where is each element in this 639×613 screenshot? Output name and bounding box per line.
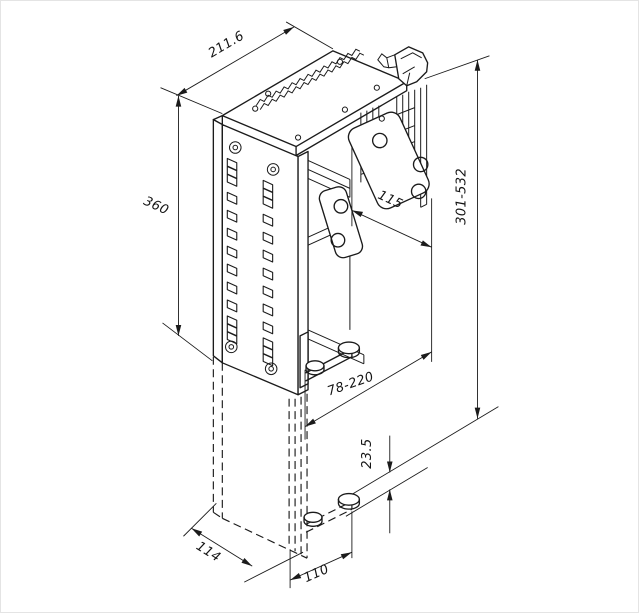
arrowhead (420, 351, 432, 360)
arrowhead (351, 210, 364, 217)
arrowhead (290, 573, 302, 581)
arrowhead (340, 552, 352, 560)
mounting-plate-right-body (347, 111, 430, 210)
dimension-lines (351, 55, 499, 495)
arrowhead (420, 240, 432, 248)
top-plate (212, 48, 408, 157)
support-pad-side (303, 516, 323, 527)
arrowhead (175, 95, 182, 107)
support-pad-side (337, 347, 361, 359)
support-arm-retracted (299, 331, 361, 389)
arrowhead (305, 418, 316, 427)
dimension-lines (351, 146, 433, 362)
dimension-label-side-depth: 114 (193, 539, 223, 565)
vertical-column (212, 118, 309, 396)
top-plate-screw-holes (252, 58, 385, 141)
dimension-label-pad-height: 23.5 (360, 438, 375, 468)
column-left-face (212, 118, 223, 364)
dimension-side-depth: 114 (183, 503, 304, 583)
dimension-label-arm-length: 110 (302, 562, 332, 586)
mounting-plate-right (347, 111, 430, 210)
dimension-lines (162, 95, 213, 362)
dimension-lines (183, 503, 304, 583)
dimension-label-height-range: 301-532 (455, 168, 470, 225)
mounting-hole (371, 132, 388, 149)
arrowhead (241, 557, 253, 567)
dimension-label-column-height: 360 (141, 194, 171, 219)
column-front-face (221, 123, 299, 396)
dimension-column-height: 360 (141, 95, 213, 362)
mounting-hole (410, 183, 427, 200)
upper-back-slats (307, 160, 351, 198)
support-pad (305, 360, 325, 372)
support-arm-extended (303, 492, 361, 527)
dimension-lines (304, 351, 432, 440)
arrowhead (176, 87, 188, 96)
dimension-lines (345, 435, 428, 534)
arrowhead (386, 461, 393, 473)
corner-bolts (225, 141, 280, 376)
arrowhead (283, 26, 295, 35)
dimension-height-range: 301-532 (351, 55, 499, 495)
dimension-label-top-width: 211.6 (206, 28, 247, 61)
vent-strip (255, 48, 365, 110)
arrowhead (474, 407, 481, 419)
hook-body (394, 46, 429, 87)
arrowhead (386, 489, 393, 501)
mounting-hole (330, 232, 346, 248)
mounting-plate-left-body (318, 186, 364, 259)
support-pad (337, 492, 361, 506)
arrowhead (175, 324, 182, 336)
mounting-plate-left (318, 186, 364, 259)
support-pad-side (337, 498, 361, 510)
hook-folds (377, 52, 422, 86)
support-pad (303, 511, 323, 523)
dimension-label-width-range: 78-220 (326, 369, 376, 399)
desk-clamp-hook (377, 46, 429, 87)
mounting-hole (333, 198, 349, 214)
arm-bracket (299, 331, 309, 389)
support-pad (337, 341, 361, 355)
dimension-lines (289, 511, 353, 589)
support-pad-side (305, 365, 325, 376)
arrowhead (191, 528, 203, 537)
phantom-outline (212, 356, 308, 559)
dimension-lines (160, 21, 334, 115)
mounting-hole (412, 156, 429, 173)
dimension-pad-height: 23.5 (345, 435, 428, 534)
arrowhead (474, 59, 481, 71)
